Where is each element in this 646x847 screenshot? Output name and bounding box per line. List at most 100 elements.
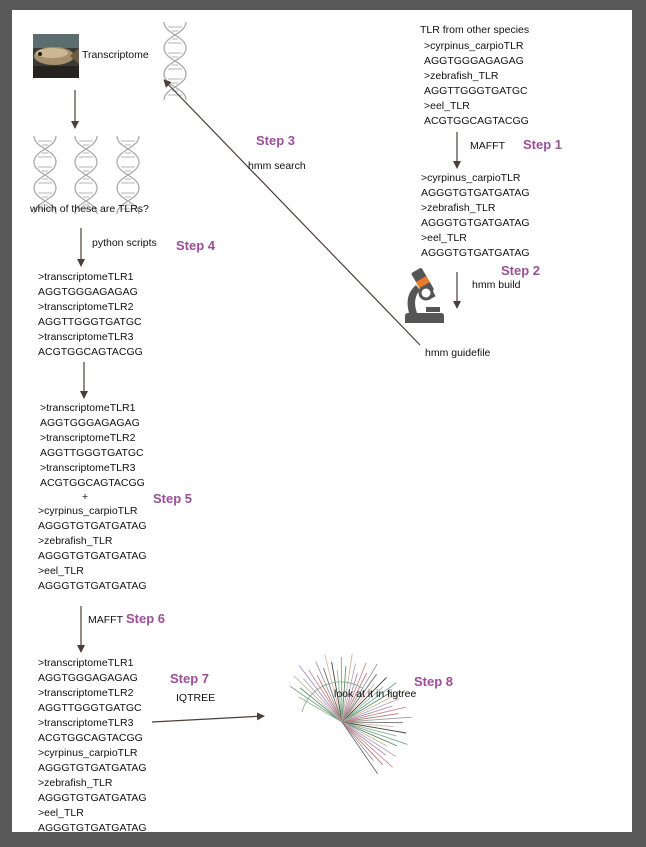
sequence-line: AGGGTGTGATGATAG <box>38 762 147 774</box>
tree-branch <box>340 656 343 723</box>
sequence-header: >zebrafish_TLR <box>421 202 496 214</box>
tree-branch <box>341 698 400 723</box>
tree-branch <box>293 675 343 723</box>
aligned-species-sequences: >cyrpinus_carpioTLR AGGGTGTGATGATAG >zebra… <box>421 171 530 261</box>
sequence-line: AGGTTGGGTGATGC <box>38 316 142 328</box>
sequence-line: AGGGTGTGATGATAG <box>38 792 147 804</box>
tree-branch <box>341 713 399 723</box>
tree-branch <box>341 653 353 723</box>
tree-branch <box>341 716 412 723</box>
tree-branch <box>341 721 397 737</box>
tree-branch <box>315 661 343 723</box>
sequence-line: AGGGTGTGATGATAG <box>421 187 530 199</box>
diagram-graphics <box>33 21 461 775</box>
figtree-label: look at it in figtree <box>334 688 417 700</box>
tree-branch <box>323 667 343 723</box>
tree-branch <box>298 665 343 723</box>
sequence-header: >transcriptomeTLR1 <box>38 271 134 283</box>
tree-branch <box>316 674 343 723</box>
tree-branch <box>341 691 392 723</box>
step-1-label: Step 1 <box>523 137 563 152</box>
sequence-line: AGGTTGGGTGATGC <box>40 447 144 459</box>
tree-branch <box>341 721 404 724</box>
tree-branch <box>341 721 374 762</box>
sequence-header: >transcriptomeTLR3 <box>40 462 136 474</box>
tree-branch <box>336 670 343 723</box>
sequence-header: >eel_TLR <box>421 232 467 244</box>
tree-branch <box>299 687 343 723</box>
tree-branch <box>331 661 343 723</box>
sequence-line: AGGTGGGAGAGAG <box>424 55 524 67</box>
which-tlrs-label: which of these are TLRs? <box>30 203 149 215</box>
step-4-label: Step 4 <box>176 238 216 253</box>
sequence-header: >zebrafish_TLR <box>424 70 499 82</box>
tree-branch <box>308 669 343 723</box>
tree-branch <box>341 721 397 757</box>
sequence-line: AGGGTGTGATGATAG <box>38 580 147 592</box>
sequence-line: AGGGTGTGATGATAG <box>38 520 147 532</box>
tree-branch <box>341 683 375 723</box>
step-5-label: Step 5 <box>153 491 193 506</box>
sequence-header: >transcriptomeTLR1 <box>40 402 136 414</box>
dna-icon <box>163 21 187 101</box>
sequence-header: >transcriptomeTLR2 <box>38 687 134 699</box>
sequence-header: >zebrafish_TLR <box>38 535 113 547</box>
tree-branch <box>341 721 408 745</box>
tree-branch <box>341 677 387 723</box>
sequence-line: AGGTTGGGTGATGC <box>38 702 142 714</box>
sequence-header: >transcriptomeTLR2 <box>38 301 134 313</box>
tree-branch <box>341 663 356 723</box>
other-species-sequences: >cyrpinus_carpioTLR AGGTGGGAGAGAG >zebrafi… <box>424 39 529 129</box>
sequence-line: AGGTGGGAGAGAG <box>38 286 138 298</box>
tree-branch <box>341 666 347 723</box>
sequence-line: ACGTGGCAGTACGG <box>40 477 145 489</box>
tree-branch <box>298 696 343 723</box>
tree-branch <box>341 721 407 734</box>
tree-branch <box>341 705 393 723</box>
sequence-header: >transcriptomeTLR3 <box>38 717 134 729</box>
sequence-header: >eel_TLR <box>424 100 470 112</box>
tree-branch <box>341 689 406 723</box>
step-2-label: Step 2 <box>501 263 541 278</box>
tree-branch <box>341 721 394 768</box>
arrow-step7 <box>151 712 265 723</box>
tree-branch <box>341 721 379 775</box>
microscope-icon <box>405 268 444 323</box>
sequence-line: AGGGTGTGATGATAG <box>38 822 147 834</box>
sequence-header: >cyrpinus_carpioTLR <box>424 40 524 52</box>
phylogenetic-tree <box>289 653 412 775</box>
tree-branch <box>341 721 384 766</box>
sequence-header: >zebrafish_TLR <box>38 777 113 789</box>
sequence-line: AGGGTGTGATGATAG <box>421 217 530 229</box>
sequence-line: AGGGTGTGATGATAG <box>38 550 147 562</box>
tree-branch <box>303 678 343 723</box>
tree-branch <box>324 654 343 723</box>
sequence-header: >cyrpinus_carpioTLR <box>38 505 138 517</box>
tree-branch <box>341 673 377 723</box>
sequence-line: ACGTGGCAGTACGG <box>38 346 143 358</box>
sequence-header: >eel_TLR <box>38 807 84 819</box>
mafft-step6-label: MAFFT <box>88 614 123 626</box>
tree-branch <box>341 721 394 728</box>
sequence-line: ACGTGGCAGTACGG <box>38 732 143 744</box>
tree-branch <box>289 685 343 723</box>
tree-branch <box>341 721 398 747</box>
sequence-line: ACGTGGCAGTACGG <box>424 115 529 127</box>
python-scripts-label: python scripts <box>92 237 157 249</box>
step-6-label: Step 6 <box>126 611 166 626</box>
tree-branch <box>341 686 384 723</box>
combined-species-sequences: >cyrpinus_carpioTLR AGGGTGTGATGATAG >zebra… <box>38 504 147 594</box>
sequence-header: >cyrpinus_carpioTLR <box>421 172 521 184</box>
transcriptome-label: Transcriptome <box>82 49 149 61</box>
fish-photo <box>33 34 79 78</box>
diagram-canvas: Transcriptome TLR from other species whi… <box>12 10 632 834</box>
step-7-label: Step 7 <box>170 671 210 686</box>
other-species-label: TLR from other species <box>420 24 530 36</box>
sequence-header: >eel_TLR <box>38 565 84 577</box>
mafft-step1-label: MAFFT <box>470 140 505 152</box>
step-3-label: Step 3 <box>256 133 296 148</box>
plus-label: + <box>82 491 89 503</box>
